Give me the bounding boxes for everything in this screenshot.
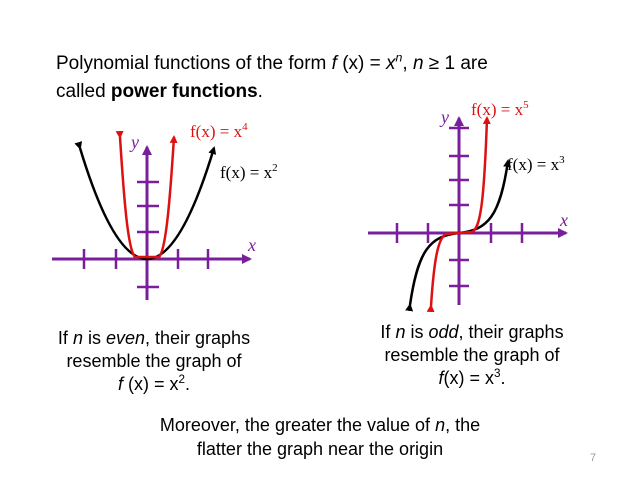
label-x2: f(x) = x2 — [220, 162, 278, 182]
caption-even: If n is even, their graphs resemble the … — [57, 328, 251, 394]
graph-even: y x f(x) = x4 f(x) = x2 — [52, 121, 278, 300]
even-ticks — [82, 180, 210, 289]
odd-axes — [368, 116, 568, 305]
even-y-label: y — [129, 132, 139, 152]
intro-line-2: called power functions. — [56, 81, 263, 102]
odd-y-label: y — [439, 107, 449, 127]
label-x4: f(x) = x4 — [190, 121, 248, 141]
intro-line-1: Polynomial functions of the form f (x) =… — [56, 50, 488, 74]
odd-curve-x5 — [426, 116, 491, 313]
label-x3: f(x) = x3 — [507, 154, 565, 174]
intro-text: Polynomial functions of the form f (x) =… — [56, 50, 596, 106]
caption-odd: If n is odd, their graphs resemble the g… — [380, 322, 564, 388]
graph-odd: y x f(x) = x5 f(x) = x3 — [368, 99, 568, 313]
odd-x-label: x — [559, 210, 568, 230]
power-functions-term: power functions — [110, 81, 258, 102]
page-number: 7 — [590, 452, 597, 464]
even-x-label: x — [247, 235, 256, 255]
even-curve-x4 — [115, 130, 178, 259]
even-curve-x2 — [74, 141, 217, 260]
label-x5: f(x) = x5 — [471, 99, 529, 119]
moreover-text: Moreover, the greater the value of n, th… — [159, 415, 481, 459]
